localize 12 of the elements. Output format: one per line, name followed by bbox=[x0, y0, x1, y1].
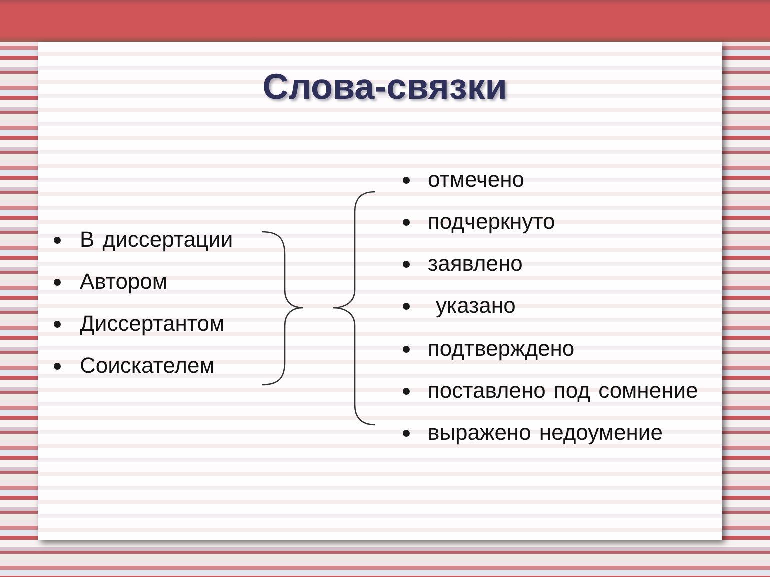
list-item: поставлено под сомнение bbox=[428, 378, 698, 404]
slide-title: Слова-связки bbox=[262, 65, 508, 109]
list-item: В диссертации bbox=[80, 227, 234, 253]
list-item: отмечено bbox=[428, 167, 525, 193]
list-item: Диссертантом bbox=[80, 311, 225, 337]
list-item: Автором bbox=[80, 269, 168, 295]
list-item: выражено недоумение bbox=[428, 420, 663, 446]
list-item: подчеркнуто bbox=[428, 209, 556, 235]
list-item: Соискателем bbox=[80, 353, 215, 379]
list-item: указано bbox=[436, 293, 516, 319]
list-item: заявлено bbox=[428, 251, 523, 277]
list-item: подтверждено bbox=[428, 336, 575, 362]
